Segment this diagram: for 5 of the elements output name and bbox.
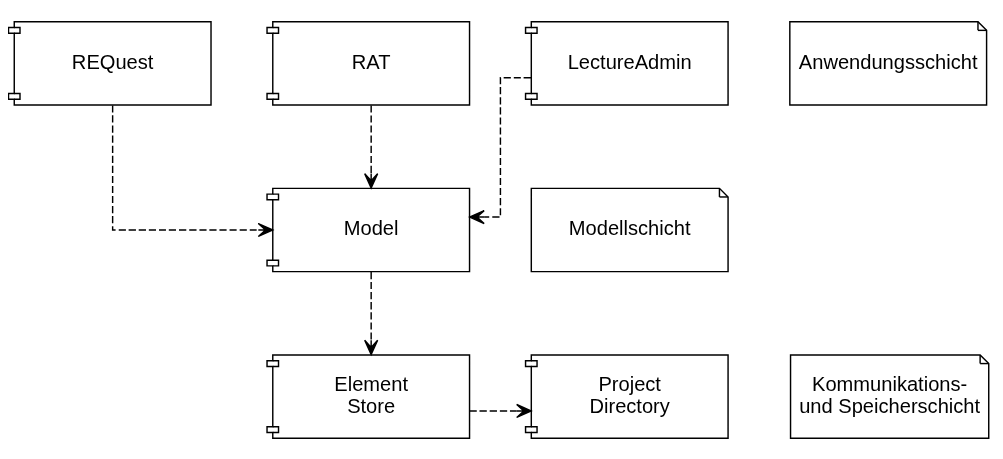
arrow — [111, 104, 274, 237]
arrow — [469, 76, 532, 224]
arrow — [363, 270, 379, 355]
arrow — [468, 403, 532, 418]
arrow — [363, 104, 379, 189]
